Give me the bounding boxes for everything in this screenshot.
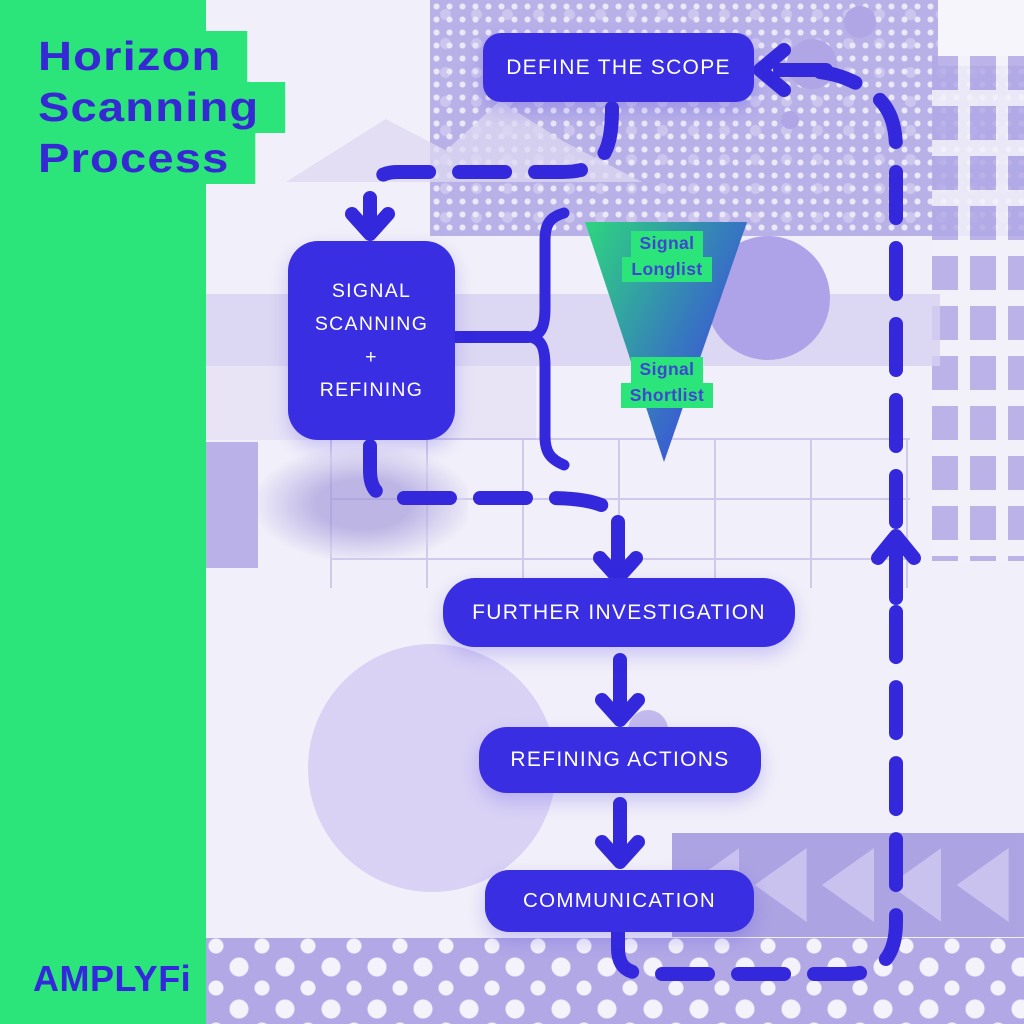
node-signal-scanning-refining: SIGNAL SCANNING + REFINING	[288, 241, 455, 440]
background-white-corner	[938, 0, 1024, 66]
background-circle	[781, 111, 799, 129]
node-line: REFINING	[319, 378, 424, 401]
node-define-the-scope: DEFINE THE SCOPE	[483, 33, 754, 102]
funnel-brace	[524, 207, 570, 471]
funnel-label-line: Longlist	[622, 256, 712, 282]
title-line-1: Horizon	[0, 31, 247, 82]
amplyfi-logo: AMPLYFi	[33, 958, 192, 999]
arrow-further-to-refining	[595, 653, 645, 727]
node-label: FURTHER INVESTIGATION	[472, 600, 766, 624]
node-label: COMMUNICATION	[522, 889, 717, 912]
edge-loop-bottom	[611, 605, 903, 981]
node-line: +	[365, 345, 378, 368]
title-line-2: Scanning	[0, 82, 285, 133]
funnel-label-line: Shortlist	[620, 382, 714, 408]
node-label: REFINING ACTIONS	[510, 748, 730, 771]
arrowhead-down-to-further	[593, 515, 643, 585]
title-line-3: Process	[0, 133, 255, 184]
page-title: Horizon Scanning Process	[0, 31, 285, 184]
node-further-investigation: FURTHER INVESTIGATION	[443, 578, 795, 647]
node-communication: COMMUNICATION	[485, 870, 754, 932]
node-line: SCANNING	[314, 312, 429, 335]
edge-signal-to-further	[363, 439, 625, 533]
background-circle	[844, 6, 876, 38]
arrowhead-left-to-define	[753, 43, 833, 97]
funnel-label-line: Signal	[630, 231, 704, 257]
funnel-label-longlist: Signal Longlist	[592, 231, 742, 282]
background-square-grid	[932, 56, 1024, 561]
funnel-label-shortlist: Signal Shortlist	[592, 357, 742, 408]
funnel-label-line: Signal	[630, 357, 704, 383]
node-line: SIGNAL	[331, 279, 412, 302]
node-refining-actions: REFINING ACTIONS	[479, 727, 761, 793]
edge-define-to-signal	[363, 101, 619, 207]
arrowhead-down-to-signal	[345, 191, 395, 241]
arrow-refining-to-communication	[595, 797, 645, 869]
node-label: DEFINE THE SCOPE	[506, 55, 731, 79]
background-purple-block	[206, 442, 258, 568]
edge-loop-right-top	[813, 65, 903, 529]
signal-funnel-shape	[585, 222, 747, 462]
arrowhead-up-loop	[871, 529, 921, 605]
